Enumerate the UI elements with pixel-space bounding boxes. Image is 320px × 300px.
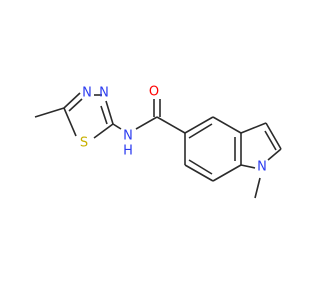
bond-c7a-c7 bbox=[212, 164, 242, 182]
bond-methyl-c5 bbox=[34, 107, 65, 118]
bond-n3-c2-double bbox=[100, 105, 108, 125]
bond-c7-c6 bbox=[184, 164, 214, 182]
bond-n1-methyl bbox=[254, 177, 261, 199]
bond-c5-c4 bbox=[184, 116, 214, 134]
bond-c2-n1 bbox=[267, 148, 282, 161]
bond-c5-n4-double bbox=[68, 98, 83, 112]
atom-h-amide: H bbox=[123, 144, 133, 159]
bond-c2-nh bbox=[112, 123, 122, 130]
atom-layer: N N S N H O N bbox=[80, 85, 267, 175]
bond-c5-c4-double bbox=[188, 123, 213, 139]
bond-s1-c5 bbox=[63, 107, 77, 137]
bond-c4-c3a bbox=[212, 116, 242, 134]
molecule-structure-diagram: N N S N H O N bbox=[34, 85, 282, 199]
bond-n3-c2 bbox=[105, 100, 114, 125]
atom-n-amide: N bbox=[123, 129, 133, 144]
bond-layer bbox=[34, 92, 282, 199]
bond-n1-c7a bbox=[240, 164, 256, 169]
bond-c3-c2-double bbox=[264, 130, 277, 151]
bond-c7-c6-double bbox=[188, 159, 213, 175]
bond-carbonyl-c5ind bbox=[156, 116, 186, 134]
atom-o-carbonyl: O bbox=[149, 85, 159, 100]
atom-s-thiadiazole: S bbox=[80, 136, 88, 151]
atom-n-thiadiazole-right: N bbox=[99, 86, 109, 101]
bond-c5-n4 bbox=[63, 92, 81, 109]
atom-n-indole: N bbox=[257, 160, 267, 175]
bond-c3a-c3 bbox=[240, 122, 267, 134]
bond-c2-s1 bbox=[93, 123, 114, 139]
bond-c3-c2 bbox=[265, 122, 282, 150]
bond-nh-carbonyl bbox=[135, 116, 158, 130]
atom-n-thiadiazole-upper: N bbox=[82, 86, 92, 101]
